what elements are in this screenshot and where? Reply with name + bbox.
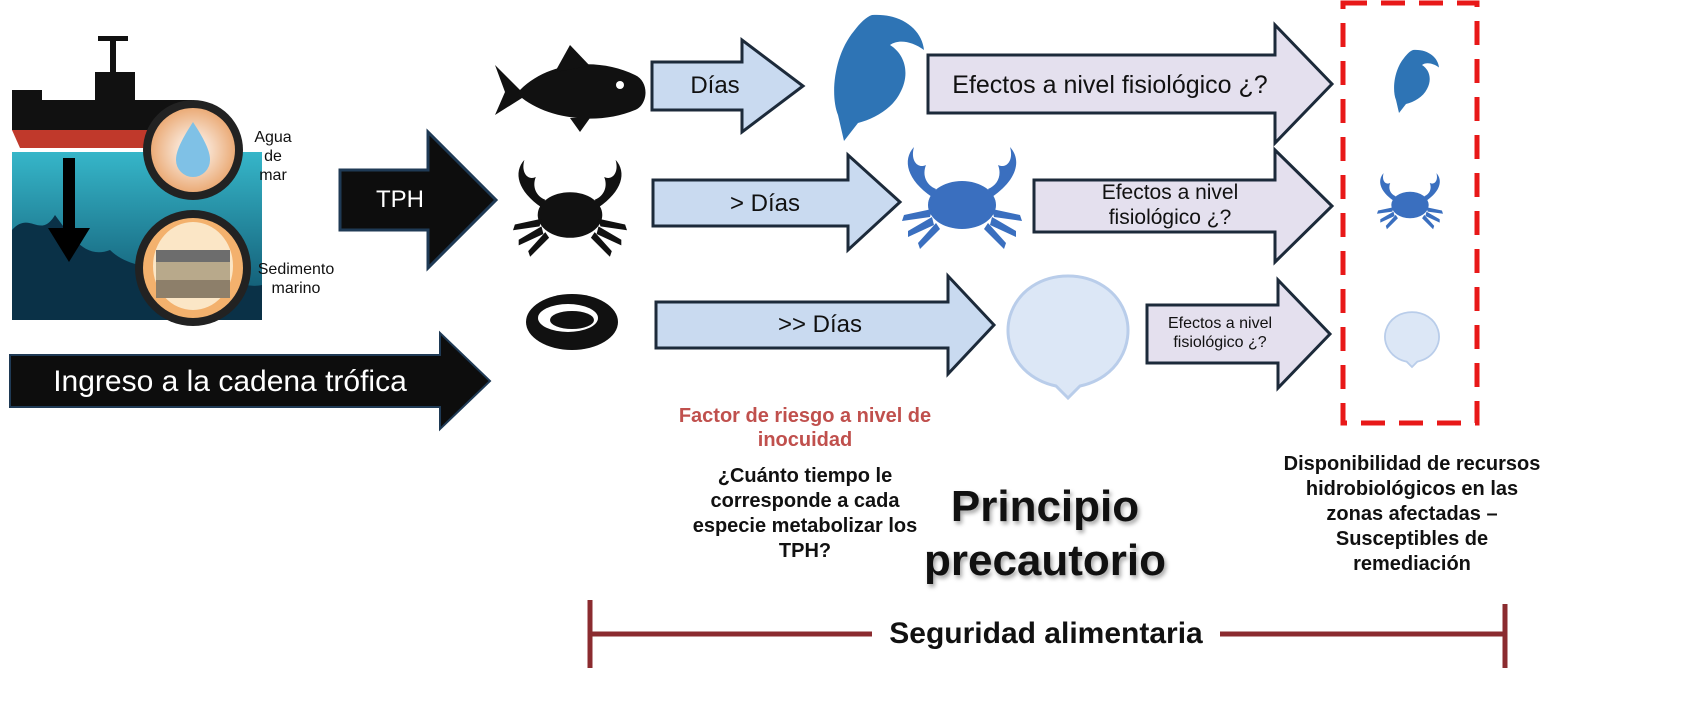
water-label-line: Agua xyxy=(254,129,292,146)
mussel-icon xyxy=(526,294,618,350)
question-line: ¿Cuánto tiempo le xyxy=(717,465,893,487)
question-line: TPH? xyxy=(778,540,832,562)
water-label-line: mar xyxy=(259,167,287,185)
sediment-label-line: marino xyxy=(271,280,321,298)
availability-note: Disponibilidad de recursos hidrobiológic… xyxy=(1262,452,1562,577)
risk-factor-note: Factor de riesgo a nivel de inocuidad xyxy=(650,404,960,452)
water-label: Agua de mar xyxy=(238,128,308,186)
water-label-line: de xyxy=(264,148,282,166)
precautionary-principle: Principio precautorio xyxy=(905,480,1185,587)
sediment-layers-icon xyxy=(135,210,251,326)
mussel-time-label: >> Días xyxy=(777,311,863,338)
sediment-label: Sedimento marino xyxy=(246,260,346,298)
risk-factor-line: inocuidad xyxy=(757,429,853,451)
small-scallop-icon xyxy=(1384,311,1440,368)
sediment-label-line: Sedimento xyxy=(257,261,335,278)
water-drop-icon xyxy=(143,100,243,200)
food-security-bracket xyxy=(587,600,1508,668)
crab-effect-line: fisiológico ¿? xyxy=(1108,206,1232,230)
mussel-time-arrow xyxy=(654,272,997,378)
scallop-effect-label: Efectos a nivel fisiológico ¿? xyxy=(1150,314,1290,352)
food-security-label: Seguridad alimentaria xyxy=(889,617,1203,650)
fish-time-arrow xyxy=(650,36,806,136)
trophic-chain-arrow xyxy=(9,330,492,432)
crab-time-arrow xyxy=(651,151,903,254)
crab-time-label: > Días xyxy=(729,190,801,217)
small-crab-icon xyxy=(1377,173,1443,230)
scallop-effect-line: Efectos a nivel xyxy=(1167,315,1273,332)
question-line: especie metabolizar los xyxy=(692,515,918,537)
downward-arrow xyxy=(48,158,90,262)
trophic-chain-label: Ingreso a la cadena trófica xyxy=(53,365,407,398)
ship-icon xyxy=(12,36,192,148)
availability-line: Susceptibles de xyxy=(1335,528,1489,550)
crab-effect-label: Efectos a nivel fisiológico ¿? xyxy=(1050,180,1290,230)
metabolize-question: ¿Cuánto tiempo le corresponde a cada esp… xyxy=(660,464,950,564)
principle-line: Principio xyxy=(950,482,1140,531)
fish-effect-label: Efectos a nivel fisiológico ¿? xyxy=(952,71,1268,99)
principle-line: precautorio xyxy=(923,535,1167,585)
scallop-shell-icon xyxy=(1006,274,1130,400)
fish-effect-arrow xyxy=(926,21,1335,147)
available-resources-box xyxy=(1340,0,1480,426)
crab-icon xyxy=(513,159,627,257)
fish-time-label: Días xyxy=(690,72,740,99)
tph-arrow xyxy=(338,128,499,272)
crab-icon-blue xyxy=(902,147,1022,249)
crab-effect-line: Efectos a nivel xyxy=(1101,181,1239,204)
tph-label: TPH xyxy=(376,186,424,213)
scallop-effect-arrow xyxy=(1145,276,1333,392)
availability-line: hidrobiológicos en las xyxy=(1305,478,1519,500)
question-line: corresponde a cada xyxy=(710,490,900,512)
availability-line: remediación xyxy=(1353,553,1471,575)
availability-line: Disponibilidad de recursos xyxy=(1283,453,1541,475)
availability-line: zonas afectadas – xyxy=(1326,503,1498,525)
risk-factor-line: Factor de riesgo a nivel de xyxy=(678,405,932,427)
fish-icon xyxy=(495,45,646,132)
jumping-fish-icon xyxy=(834,14,924,141)
small-jumping-fish-icon xyxy=(1394,49,1439,113)
crab-effect-arrow xyxy=(1032,146,1335,266)
scallop-effect-line: fisiológico ¿? xyxy=(1173,334,1267,352)
